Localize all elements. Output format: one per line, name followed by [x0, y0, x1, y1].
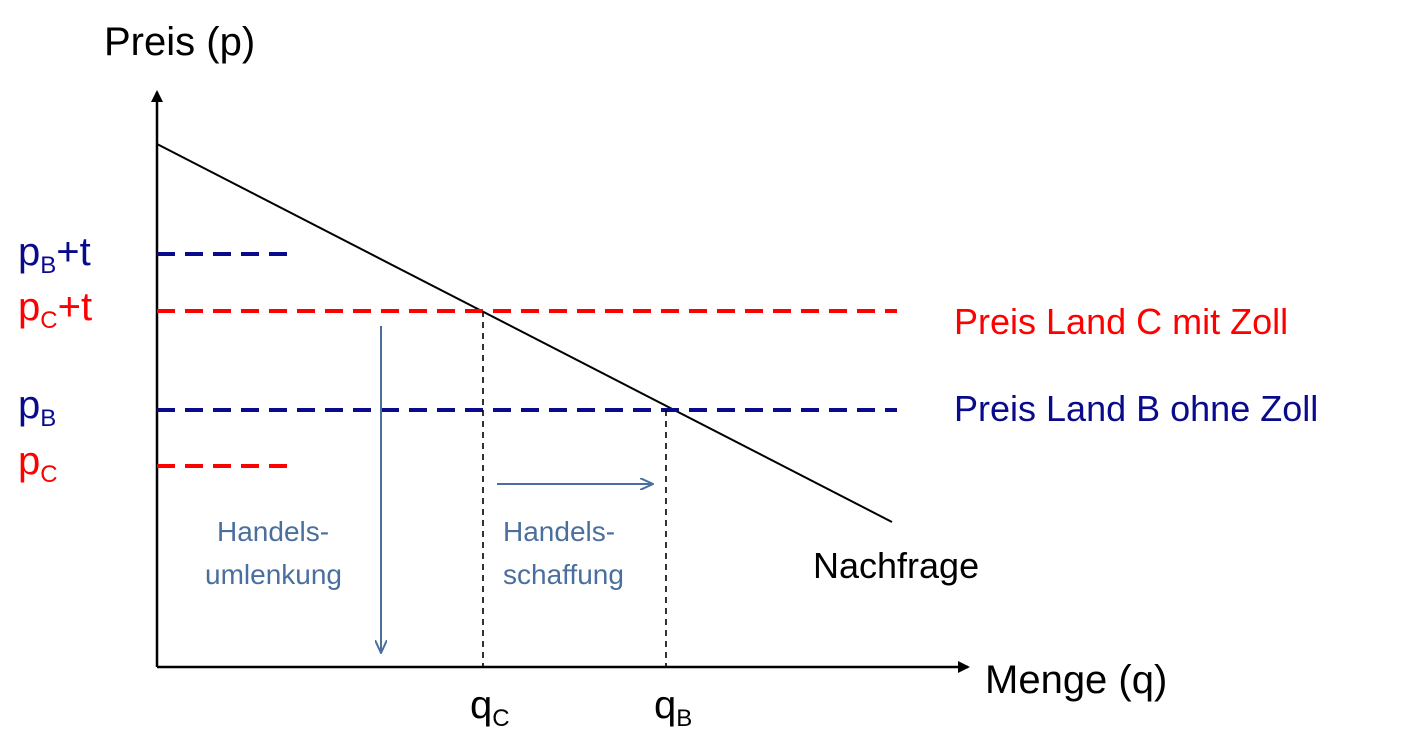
- y-axis-label: Preis (p): [104, 20, 255, 64]
- trade-creation-label-line1: Handels-: [503, 516, 615, 547]
- price-label-pc-t: pC+t: [18, 285, 92, 334]
- x-axis-label: Menge (q): [985, 658, 1167, 702]
- demand-curve: [156, 143, 893, 523]
- trade-diversion-label-line1: Handels-: [217, 516, 329, 547]
- quantity-label-qc: qC: [470, 683, 510, 732]
- trade-diversion-label-line2: umlenkung: [205, 559, 342, 590]
- price-label-pb-t: pB+t: [18, 230, 91, 279]
- price-label-pc: pC: [18, 439, 58, 488]
- quantity-label-qb: qB: [654, 683, 692, 732]
- price-b-curve-label: Preis Land B ohne Zoll: [954, 388, 1318, 429]
- trade-creation-label-line2: schaffung: [503, 559, 624, 590]
- price-label-pb: pB: [18, 383, 56, 432]
- demand-curve-label: Nachfrage: [813, 545, 979, 586]
- price-c-curve-label: Preis Land C mit Zoll: [954, 301, 1288, 342]
